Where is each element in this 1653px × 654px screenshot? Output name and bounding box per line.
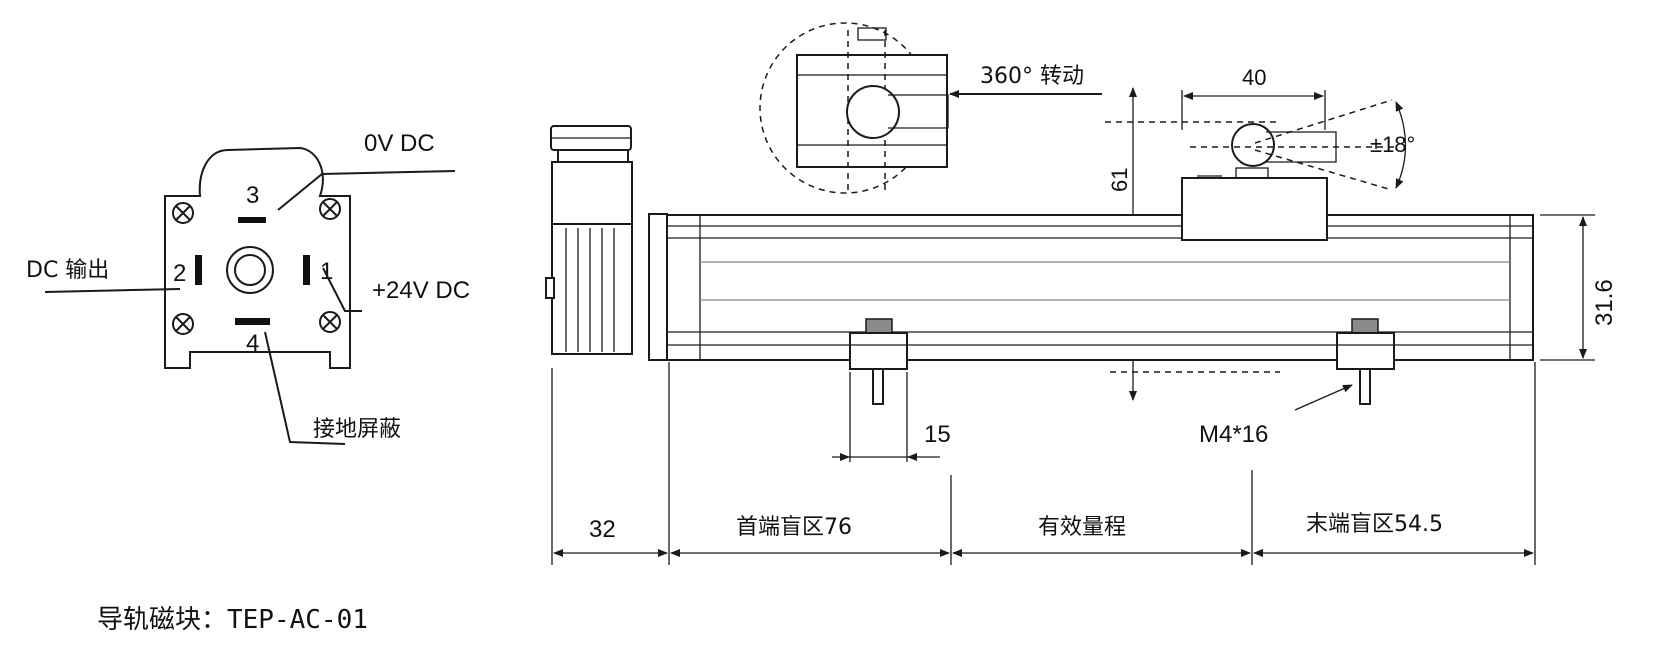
plug-housing [551, 161, 633, 225]
screw-icon [172, 313, 194, 335]
segment-head-dead-zone: 首端盲区76 [736, 515, 852, 540]
pin-2-bar [195, 255, 202, 285]
plug-ridges [565, 228, 615, 352]
center-socket-outer [226, 246, 274, 294]
screw-icon [172, 202, 194, 224]
segment-connector-length: 32 [589, 516, 616, 543]
magnet-rotation-detail: 360° 转动 [759, 22, 1102, 194]
pin-label-ground-shield: 接地屏蔽 [313, 417, 401, 442]
pin-label-dc-output: DC 输出 [26, 258, 109, 283]
width-dimension: 40 [1242, 65, 1266, 90]
leader-line [264, 331, 346, 445]
bolt-spacing-dimension: 15 [924, 421, 951, 448]
pin-3-bar [238, 217, 266, 223]
pin-1-bar [303, 255, 310, 285]
rail-body [666, 214, 1534, 361]
connector-diagram: 3 2 1 4 0V DC DC 输出 +24V DC 接地屏蔽 [26, 130, 470, 445]
pin-number: 2 [173, 260, 186, 287]
screw-icon [319, 198, 341, 220]
mounting-clamp-right [1336, 318, 1395, 405]
pin-label-0v: 0V DC [364, 130, 435, 157]
magnet-tab [857, 27, 887, 41]
plug-collar [557, 149, 629, 163]
segment-tail-dead-zone: 末端盲区54.5 [1306, 512, 1443, 537]
pin-number: 3 [246, 182, 259, 209]
connector-outline [164, 146, 351, 369]
rotation-label: 360° 转动 [980, 64, 1084, 89]
pin-number: 1 [320, 258, 333, 285]
rail-height-dimension: 31.6 [1591, 279, 1618, 326]
mounting-clamp-left [849, 318, 908, 405]
pin-label-24v: +24V DC [372, 277, 470, 304]
rail-magnet-model: 导轨磁块：TEP-AC-01 [97, 605, 368, 635]
sensor-head-on-rail [1181, 177, 1328, 241]
leader-line [277, 170, 456, 211]
leader-line [322, 267, 362, 312]
screw-spec-label: M4*16 [1199, 421, 1268, 448]
segment-effective-range: 有效量程 [1038, 515, 1126, 540]
center-socket-inner [234, 254, 266, 286]
pin-number: 4 [246, 330, 259, 357]
plug-grip [551, 223, 633, 355]
plug-latch [545, 277, 555, 299]
end-flange [648, 213, 668, 361]
magnet-ball [846, 85, 900, 139]
screw-icon [319, 311, 341, 333]
pin-4-bar [235, 318, 270, 325]
height-dimension: 61 [1107, 168, 1132, 192]
leader-line [44, 288, 181, 293]
magnet-ball [1231, 123, 1275, 167]
tilt-dimension: ±18° [1370, 132, 1415, 157]
tilt-arc [1395, 101, 1407, 189]
screw-leader [1294, 384, 1353, 411]
main-body-view: 31.6 15 M4*16 32 首端盲区76 有效量程 末端盲区54.5 [545, 125, 1618, 565]
